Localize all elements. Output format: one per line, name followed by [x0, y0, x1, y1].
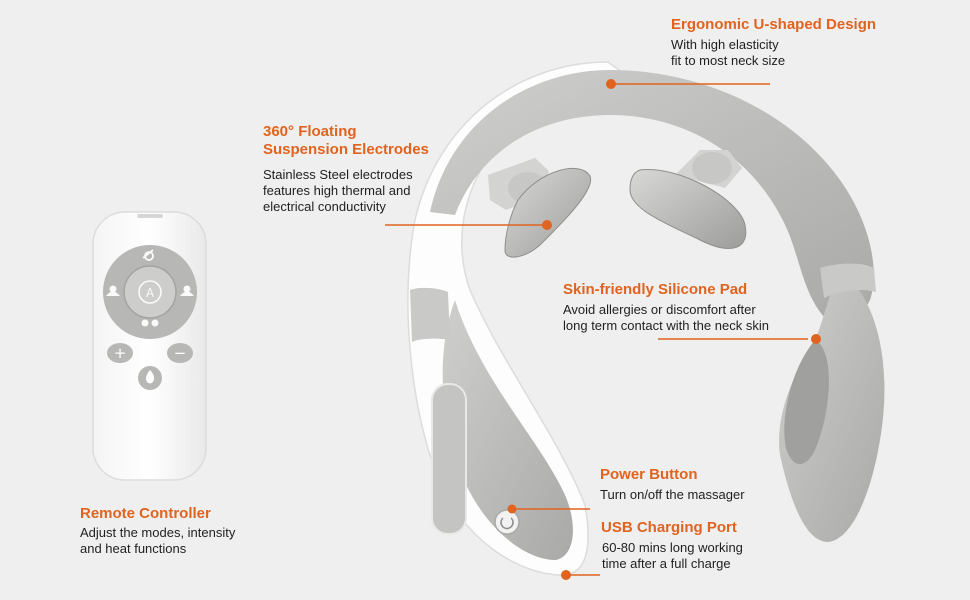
neck-left-icon [106, 285, 120, 296]
remote-line: Adjust the modes, intensity [80, 525, 236, 540]
usb-description: 60-80 mins long working time after a ful… [602, 540, 743, 572]
electrode-left [488, 158, 592, 258]
ergonomic-description: With high elasticity fit to most neck si… [671, 37, 785, 69]
remote-description: Adjust the modes, intensity and heat fun… [80, 525, 235, 557]
remote-mode-button[interactable] [123, 265, 177, 319]
electrodes-title-line: Suspension Electrodes [263, 141, 429, 158]
minus-icon: − [174, 344, 187, 362]
electrodes-line: features high thermal and [263, 183, 411, 198]
electrodes-title: 360° Floating Suspension Electrodes [263, 123, 429, 159]
ergonomic-line: With high elasticity [671, 37, 779, 52]
signal-icon [142, 249, 154, 261]
callout-dots [507, 79, 821, 580]
power-icon [500, 517, 514, 530]
remote-title: Remote Controller [80, 505, 211, 522]
remote-line: and heat functions [80, 541, 187, 556]
usb-dot [561, 570, 571, 580]
neck-massager [407, 61, 885, 576]
neck-right-icon [180, 285, 194, 296]
plus-icon: + [114, 344, 127, 362]
power-description: Turn on/off the massager [600, 487, 745, 503]
flame-icon [146, 370, 154, 384]
auto-mode-icon [138, 280, 162, 304]
usb-title: USB Charging Port [601, 519, 737, 536]
electrodes-line: Stainless Steel electrodes [263, 167, 413, 182]
usb-line: 60-80 mins long working [602, 540, 743, 555]
silicone-title: Skin-friendly Silicone Pad [563, 281, 748, 298]
callout-lines [385, 83, 808, 576]
power-line: Turn on/off the massager [600, 487, 745, 502]
power-dot [507, 504, 517, 514]
electrode-right [629, 150, 747, 249]
usb-line: time after a full charge [602, 556, 731, 571]
minus-button[interactable] [167, 343, 193, 363]
electrodes-title-line: 360° Floating [263, 123, 357, 140]
ergonomic-dot [606, 79, 616, 89]
ergonomic-line: fit to most neck size [671, 53, 786, 68]
remote-controller: A + − [92, 211, 207, 481]
power-button[interactable] [494, 509, 520, 535]
silicone-line: long term contact with the neck skin [563, 318, 769, 333]
remote-center-label: A [146, 286, 155, 300]
electrodes-dot [542, 220, 552, 230]
silicone-description: Avoid allergies or discomfort after long… [563, 302, 769, 334]
electrodes-line: electrical conductivity [263, 199, 386, 214]
electrodes-description: Stainless Steel electrodes features high… [263, 167, 413, 215]
ergonomic-title: Ergonomic U-shaped Design [671, 16, 877, 33]
power-title: Power Button [600, 466, 698, 483]
plus-button[interactable] [107, 343, 133, 363]
shoulder-icon [141, 319, 159, 327]
silicone-dot [811, 334, 821, 344]
silicone-line: Avoid allergies or discomfort after [563, 302, 756, 317]
